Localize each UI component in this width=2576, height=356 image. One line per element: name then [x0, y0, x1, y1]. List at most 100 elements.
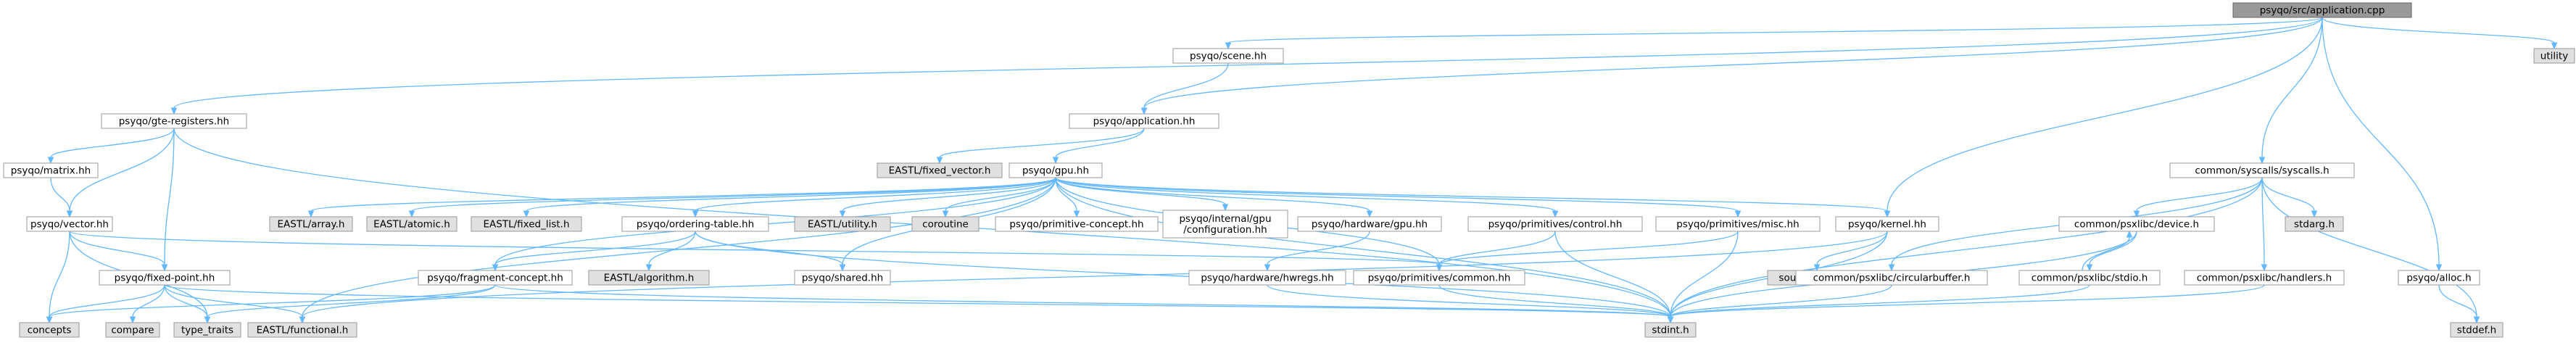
- edge-ordering-to-fragment: [492, 231, 696, 272]
- edge-app-to-fixedvec: [936, 128, 1145, 165]
- edge-line: [164, 284, 1671, 318]
- edge-handlers-to-stdint: [1667, 284, 2265, 324]
- node-box: [173, 322, 241, 338]
- node-label: common/psxlibc/circularbuffer.h: [1813, 273, 1971, 284]
- edge-line: [2322, 17, 2440, 265]
- edge-line: [842, 177, 1056, 212]
- edge-line: [69, 231, 165, 265]
- arrowhead: [170, 107, 178, 115]
- node-label: psyqo/src/application.cpp: [2260, 5, 2385, 17]
- node-stdarg-h: stdarg.h: [2285, 216, 2344, 232]
- edge-line: [695, 231, 1671, 318]
- edge-line: [207, 284, 496, 318]
- arrowhead: [1436, 264, 1443, 272]
- node-eastl-algorithm-h: EASTL/algorithm.h: [588, 270, 710, 286]
- arrowhead: [839, 210, 846, 218]
- node-psyqo-vector-hh[interactable]: psyqo/vector.hh: [26, 216, 113, 232]
- node-psyqo-primitives-misc-hh[interactable]: psyqo/primitives/misc.hh: [1655, 216, 1821, 232]
- arrowhead: [47, 157, 54, 165]
- arrowhead: [1667, 316, 1674, 324]
- arrowhead: [1222, 204, 1229, 212]
- node-label: utility: [2540, 51, 2568, 62]
- edge-line: [164, 128, 175, 265]
- node-box: [2285, 216, 2344, 232]
- node-psyqo-matrix-hh[interactable]: psyqo/matrix.hh: [3, 162, 99, 178]
- node-box: [2018, 270, 2161, 286]
- arrowhead: [936, 157, 943, 165]
- edge-line: [2261, 177, 2265, 265]
- edge-gpu-to-atomic: [408, 177, 1056, 218]
- node-label: common/psxlibc/handlers.h: [2197, 273, 2332, 284]
- node-psyqo-internal-gpu-configuration-hh[interactable]: psyqo/internal/gpu/configuration.hh: [1162, 210, 1288, 239]
- node-stddef-h: stddef.h: [2450, 322, 2503, 338]
- node-box: [1467, 216, 1643, 232]
- node-box: [2169, 162, 2355, 178]
- node-psyqo-fixed-point-hh[interactable]: psyqo/fixed-point.hh: [99, 270, 231, 286]
- node-box: [1188, 270, 1346, 286]
- node-psyqo-scene-hh[interactable]: psyqo/scene.hh: [1172, 48, 1284, 64]
- arrowhead: [66, 210, 73, 218]
- arrowhead: [46, 316, 53, 324]
- arrowhead: [1552, 210, 1559, 218]
- node-psyqo-alloc-h[interactable]: psyqo/alloc.h: [2398, 270, 2480, 286]
- node-psyqo-hardware-hwregs-hh[interactable]: psyqo/hardware/hwregs.hh: [1188, 270, 1346, 286]
- arrowhead: [492, 264, 499, 272]
- edge-line: [49, 284, 496, 318]
- edge-line: [1143, 62, 1229, 109]
- arrowhead: [523, 210, 530, 218]
- node-psyqo-gpu-hh[interactable]: psyqo/gpu.hh: [1009, 162, 1103, 178]
- edge-syscalls-to-stdarg: [2261, 177, 2318, 218]
- node-box: [418, 270, 573, 286]
- node-psyqo-primitives-control-hh[interactable]: psyqo/primitives/control.hh: [1467, 216, 1643, 232]
- arrowhead: [299, 316, 306, 324]
- arrowhead: [645, 264, 653, 272]
- edge-line: [648, 231, 696, 265]
- node-common-psxlibc-stdio-h[interactable]: common/psxlibc/stdio.h: [2018, 270, 2161, 286]
- edge-line: [1670, 231, 1739, 318]
- node-box: [1162, 210, 1288, 239]
- node-box: [2533, 48, 2575, 64]
- node-psyqo-fragment-concept-hh[interactable]: psyqo/fragment-concept.hh: [418, 270, 573, 286]
- node-box: [2058, 216, 2215, 232]
- node-box: [26, 216, 113, 232]
- node-psyqo-gte-registers-hh[interactable]: psyqo/gte-registers.hh: [101, 113, 247, 129]
- node-common-psxlibc-device-h[interactable]: common/psxlibc/device.h: [2058, 216, 2215, 232]
- node-psyqo-primitive-concept-hh[interactable]: psyqo/primitive-concept.hh: [995, 216, 1159, 232]
- node-psyqo-src-application-cpp: psyqo/src/application.cpp: [2232, 2, 2412, 18]
- node-common-syscalls-syscalls-h[interactable]: common/syscalls/syscalls.h: [2169, 162, 2355, 178]
- edge-line: [69, 231, 1440, 265]
- node-label: concepts: [28, 325, 72, 336]
- node-box: [101, 113, 247, 129]
- node-label: EASTL/algorithm.h: [604, 273, 695, 284]
- node-box: [1009, 162, 1103, 178]
- node-box: [366, 216, 457, 232]
- node-common-psxlibc-circularbuffer-h[interactable]: common/psxlibc/circularbuffer.h: [1795, 270, 1988, 286]
- edge-line: [2438, 284, 2477, 318]
- edge-layer: [46, 17, 2558, 324]
- node-psyqo-shared-hh[interactable]: psyqo/shared.hh: [794, 270, 891, 286]
- arrowhead: [2086, 264, 2093, 272]
- node-psyqo-primitives-common-hh[interactable]: psyqo/primitives/common.hh: [1353, 270, 1525, 286]
- node-psyqo-application-hh[interactable]: psyqo/application.hh: [1069, 113, 1219, 129]
- node-psyqo-kernel-hh[interactable]: psyqo/kernel.hh: [1835, 216, 1939, 232]
- edge-line: [494, 284, 1671, 318]
- edge-kernel-to-srcloc: [1813, 231, 1888, 272]
- node-box: [2184, 270, 2345, 286]
- node-common-psxlibc-handlers-h[interactable]: common/psxlibc/handlers.h: [2184, 270, 2345, 286]
- edge-line: [695, 231, 843, 265]
- edge-hwgpu-to-hwregs: [1264, 231, 1370, 272]
- arrowhead: [1734, 210, 1742, 218]
- node-psyqo-hardware-gpu-hh[interactable]: psyqo/hardware/gpu.hh: [1297, 216, 1442, 232]
- edge-gpu-to-fixedlist: [523, 177, 1056, 218]
- node-psyqo-ordering-table-hh[interactable]: psyqo/ordering-table.hh: [621, 216, 769, 232]
- edge-vector-to-fixedpoint: [69, 231, 168, 272]
- edge-line: [49, 231, 70, 318]
- node-label: psyqo/primitive-concept.hh: [1009, 219, 1143, 231]
- edge-line: [411, 177, 1056, 212]
- node-label: psyqo/hardware/gpu.hh: [1312, 219, 1428, 231]
- edge-kernel-to-functional: [299, 231, 1888, 324]
- node-label: coroutine: [922, 219, 969, 231]
- node-eastl-array-h: EASTL/array.h: [269, 216, 353, 232]
- edge-line: [526, 177, 1056, 212]
- node-label: psyqo/primitives/misc.hh: [1676, 219, 1799, 231]
